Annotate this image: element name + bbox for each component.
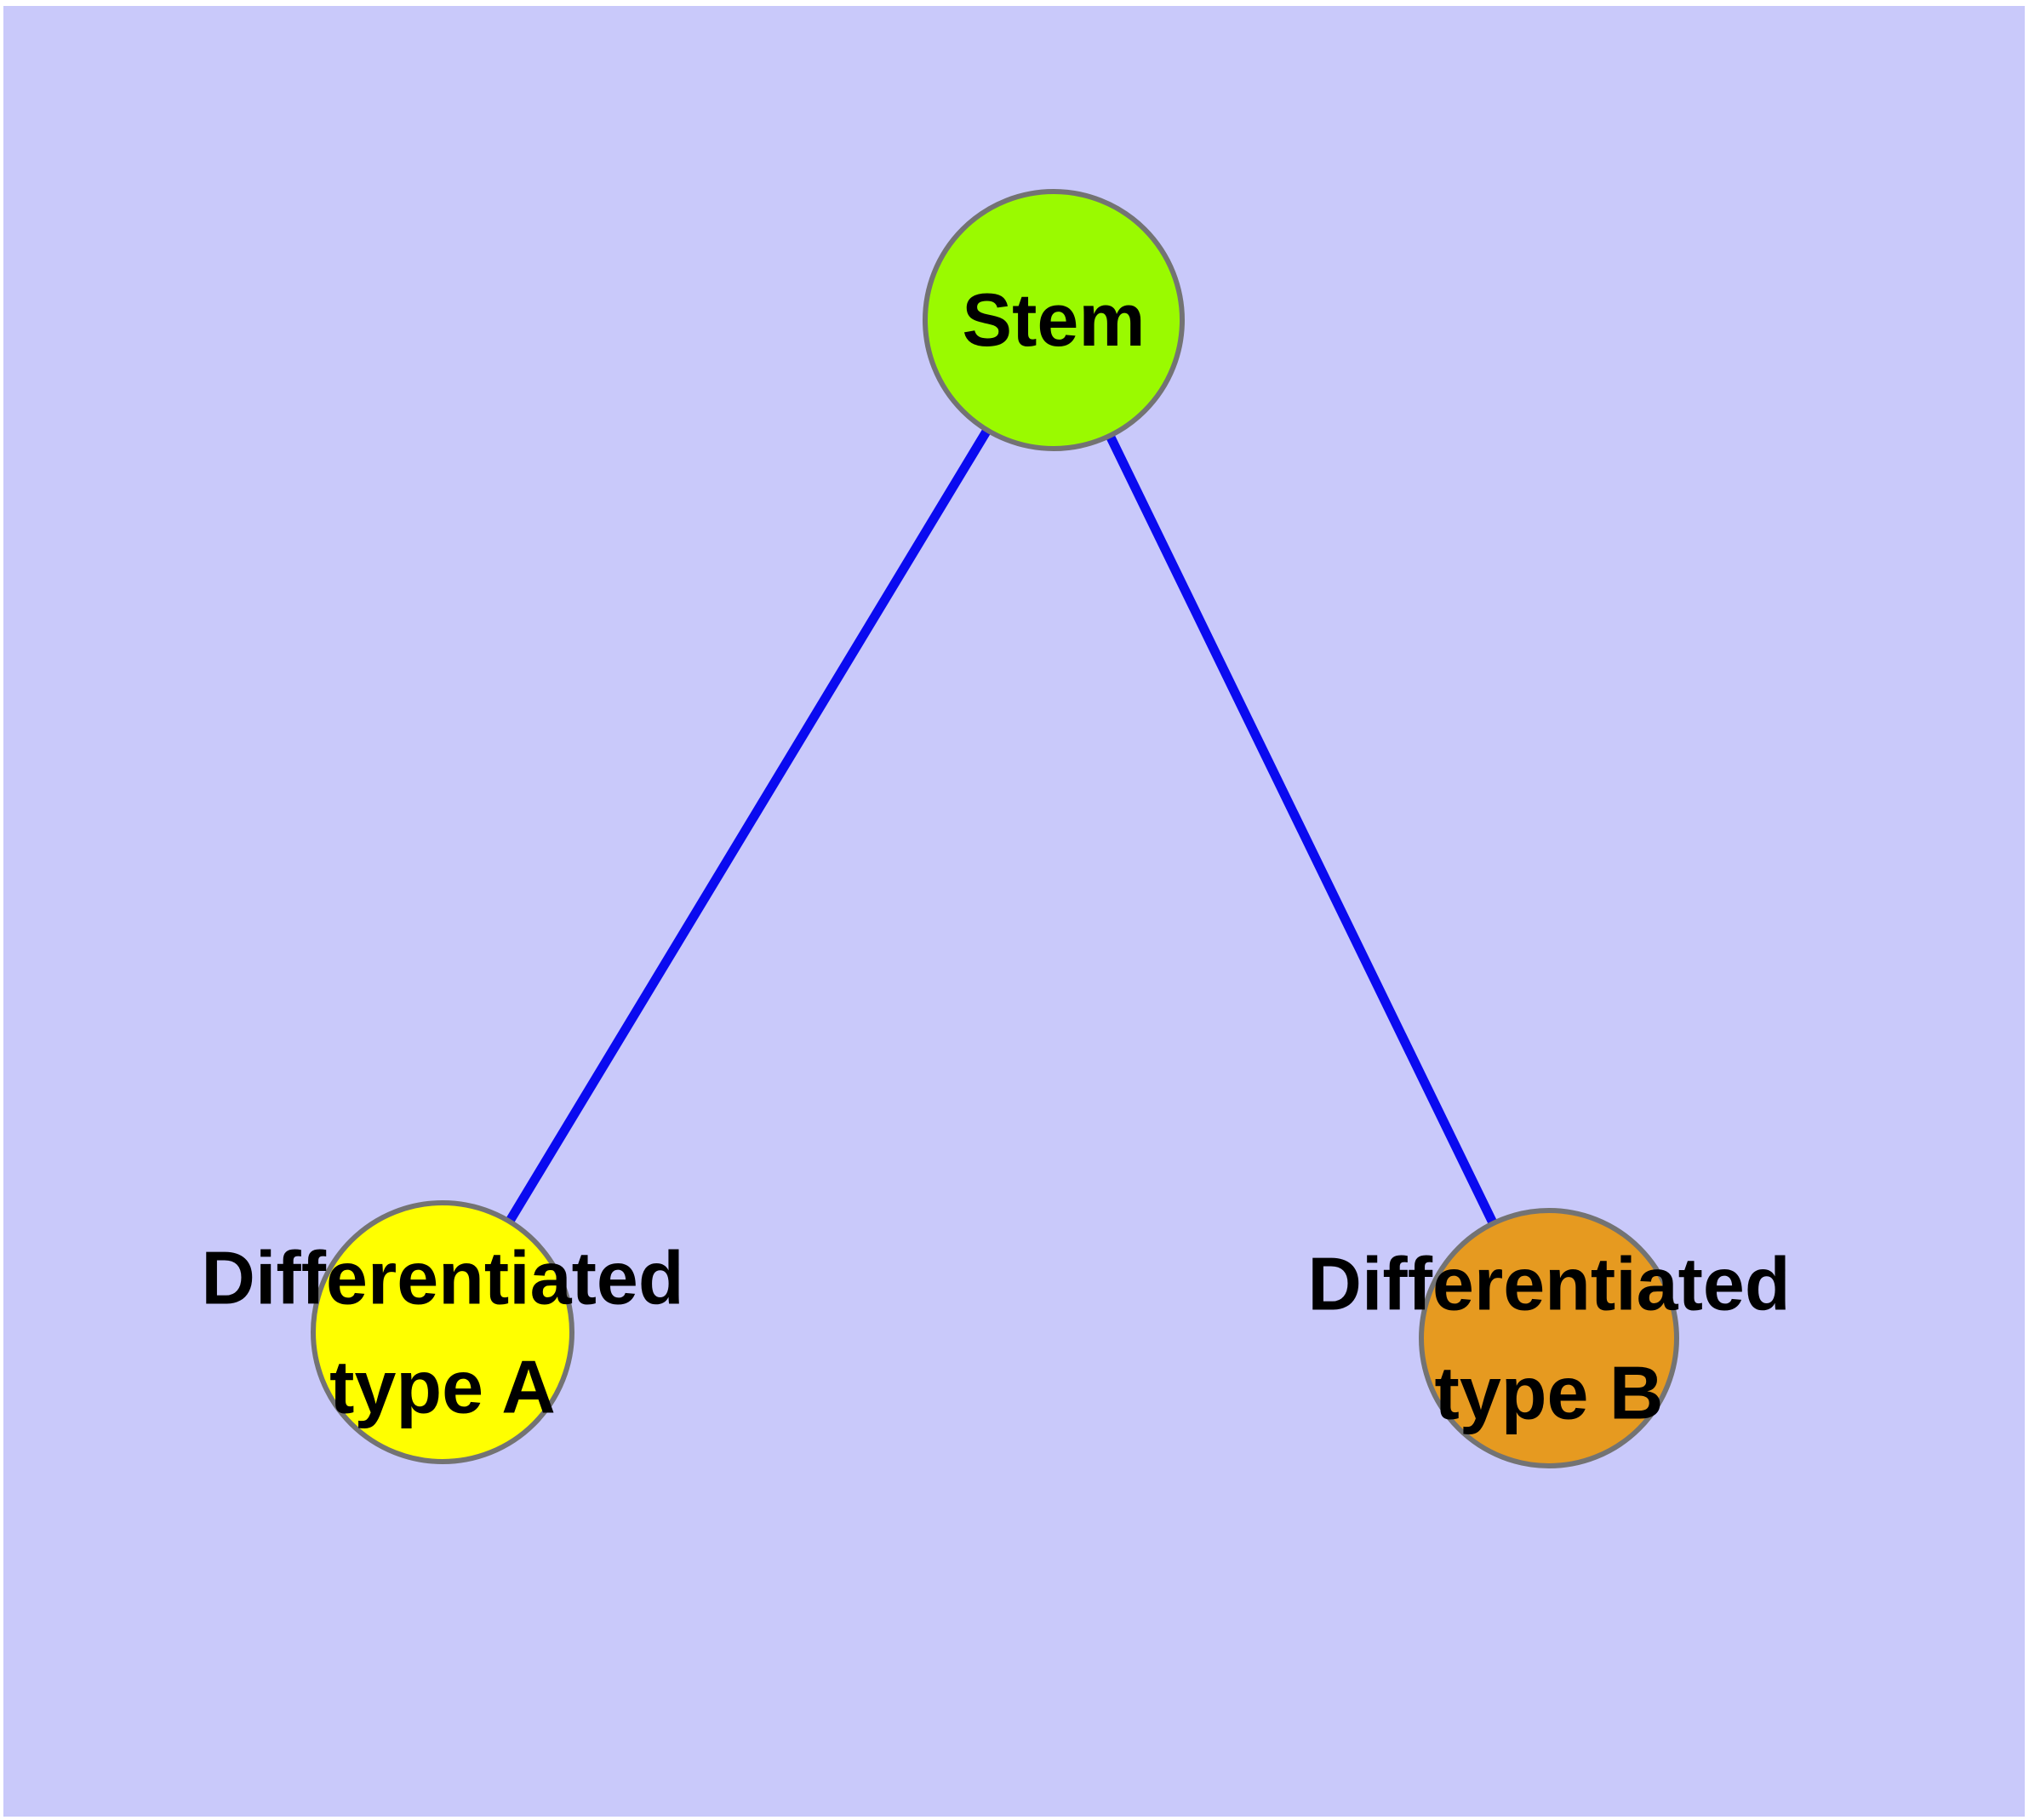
node-diff-a (311, 1200, 574, 1464)
node-stem (923, 189, 1185, 451)
edge-stem-to-diff-b (1049, 318, 1553, 1341)
edge-stem-to-diff-a (438, 318, 1058, 1335)
node-diff-b (1419, 1208, 1679, 1468)
